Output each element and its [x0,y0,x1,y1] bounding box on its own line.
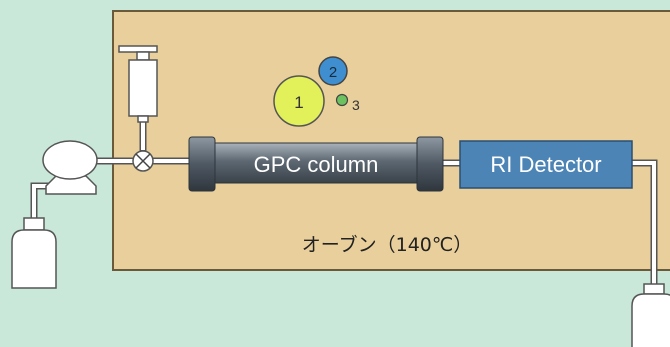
pump [42,140,98,195]
column-left-cap [188,136,216,192]
column-label: GPC column [254,152,379,177]
ri-detector: RI Detector [459,140,633,189]
oven-label: オーブン（140℃） [302,233,472,256]
detector-label: RI Detector [490,152,601,177]
waste-bottle [631,283,670,347]
column-right-cap [416,136,444,192]
injection-valve [132,150,154,172]
tubing [30,114,658,294]
solvent-reservoir-bottle [11,217,57,289]
polymer-particle-3: 3 [335,93,360,113]
particle-2-label: 2 [329,64,337,81]
particle-3-label: 3 [352,97,360,113]
particle-1-label: 1 [294,93,303,112]
gpc-column: GPC column [188,136,444,192]
syringe [118,45,158,123]
polymer-particle-2: 2 [318,56,348,86]
polymer-particle-1: 1 [273,75,325,127]
